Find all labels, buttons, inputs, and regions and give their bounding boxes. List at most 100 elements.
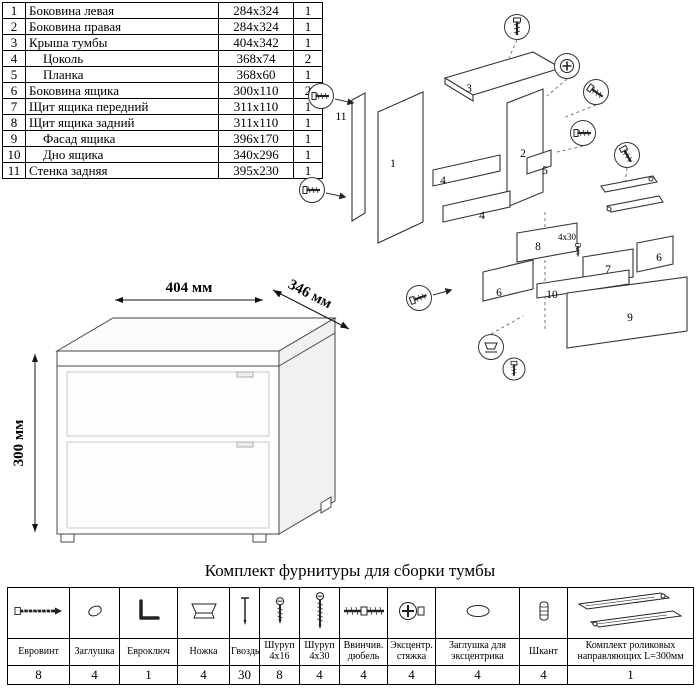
parts-cell-qty: 1 xyxy=(293,66,323,83)
height-dimension-label: 300 мм xyxy=(11,420,27,467)
cap-icon xyxy=(69,587,120,639)
screw-callout xyxy=(308,83,355,109)
hardware-item-qty: 30 xyxy=(229,665,260,685)
slides-icon xyxy=(567,587,694,639)
hardware-item-name: Ввинчив. дюбель xyxy=(339,638,388,666)
part-label-6a: 6 xyxy=(496,287,502,299)
hardware-item-qty: 1 xyxy=(567,665,694,685)
hardware-item-name: Шуруп 4x30 xyxy=(299,638,340,666)
euro-screw-icon xyxy=(7,587,70,639)
parts-cell-num: 9 xyxy=(2,130,26,147)
part-left-side xyxy=(377,91,424,244)
rail-roller xyxy=(648,176,654,182)
parts-cell-size: 368x74 xyxy=(218,50,294,67)
drawer-handle-notch-upper xyxy=(236,371,254,378)
hardware-item-name: Заглушка xyxy=(69,638,120,666)
part-strip xyxy=(526,149,552,175)
hardware-item-name: Эксцентр. стяжка xyxy=(387,638,436,666)
screw-callout xyxy=(406,285,453,311)
part-label-4a: 4 xyxy=(440,175,446,187)
parts-cell-name: Цоколь xyxy=(25,50,219,67)
part-label-4b: 4 xyxy=(479,210,485,222)
parts-cell-num: 2 xyxy=(2,18,26,35)
hardware-item-name: Ножка xyxy=(177,638,230,666)
part-top-panel xyxy=(443,51,563,96)
parts-cell-num: 1 xyxy=(2,2,26,19)
parts-cell-name: Щит ящика задний xyxy=(25,114,219,131)
cam-bolt-callout xyxy=(570,120,596,146)
exploded-diagram: 1 2 3 4 4 5 6 6 7 8 9 10 11 4x30 xyxy=(299,14,688,381)
parts-cell-num: 5 xyxy=(2,66,26,83)
cabinet-drawing: 404 мм 346 мм 300 мм xyxy=(11,277,350,543)
hardware-item-qty: 8 xyxy=(7,665,70,685)
hardware-item-name: Шуруп 4x16 xyxy=(259,638,300,666)
part-label-6b: 6 xyxy=(656,252,662,264)
leg-icon xyxy=(177,587,230,639)
parts-cell-name: Крыша тумбы xyxy=(25,34,219,51)
part-right-side xyxy=(506,88,544,208)
parts-cell-size: 395x230 xyxy=(218,162,294,179)
cam-lock-callout xyxy=(554,53,580,79)
part-plinth-2 xyxy=(442,190,511,223)
cabinet-foot-right xyxy=(252,533,267,543)
hardware-item-name: Евроключ xyxy=(119,638,178,666)
drawer-handle-notch-lower xyxy=(236,441,254,448)
hardware-item-qty: 4 xyxy=(387,665,436,685)
drawer-slide-rail-2 xyxy=(606,195,664,213)
parts-cell-size: 340x296 xyxy=(218,146,294,163)
parts-cell-size: 404x342 xyxy=(218,34,294,51)
part-drawer-side-left xyxy=(482,259,534,302)
parts-cell-num: 3 xyxy=(2,34,26,51)
part-top-panel-edge xyxy=(444,78,474,102)
hardware-item-name: Заглушка для эксцентрика xyxy=(435,638,520,666)
cabinet-foot-left xyxy=(60,533,75,543)
drawer-slide-rail-1 xyxy=(600,175,658,193)
fastener-callouts xyxy=(299,14,640,381)
parts-cell-name: Фасад ящика xyxy=(25,130,219,147)
parts-cell-num: 7 xyxy=(2,98,26,115)
foot-callout xyxy=(478,334,504,360)
parts-cell-size: 311x110 xyxy=(218,98,294,115)
part-drawer-back xyxy=(516,222,578,263)
hardware-item-qty: 4 xyxy=(299,665,340,685)
parts-cell-size: 284x324 xyxy=(218,18,294,35)
part-label-11: 11 xyxy=(335,111,346,123)
parts-cell-qty: 1 xyxy=(293,162,323,179)
screw-callout xyxy=(504,14,530,40)
width-dimension-label: 404 мм xyxy=(166,280,213,296)
drawer-panel-lower xyxy=(66,441,270,529)
hardware-item-name: Евровинт xyxy=(7,638,70,666)
hardware-item-qty: 4 xyxy=(69,665,120,685)
cam-lock-icon xyxy=(387,587,436,639)
hex-key-icon xyxy=(119,587,178,639)
cabinet-foot-back xyxy=(320,496,332,514)
parts-cell-name: Боковина ящика xyxy=(25,82,219,99)
parts-cell-num: 11 xyxy=(2,162,26,179)
hardware-item-qty: 8 xyxy=(259,665,300,685)
parts-cell-size: 396x170 xyxy=(218,130,294,147)
dowel-screw-icon xyxy=(339,587,388,639)
hardware-title: Комплект фурнитуры для сборки тумбы xyxy=(204,561,496,580)
depth-arrowheads xyxy=(273,290,349,329)
hardware-item-qty: 1 xyxy=(119,665,178,685)
nail-icon xyxy=(229,587,260,639)
part-plinth-1 xyxy=(432,154,501,187)
hardware-item-name: Комплект роликовых направляющих L=300мм xyxy=(567,638,694,666)
parts-cell-size: 300x110 xyxy=(218,82,294,99)
screw-callout xyxy=(614,142,640,168)
part-label-3: 3 xyxy=(466,83,472,95)
parts-cell-num: 10 xyxy=(2,146,26,163)
part-back-wall xyxy=(351,92,366,222)
parts-cell-num: 6 xyxy=(2,82,26,99)
part-label-10: 10 xyxy=(546,289,558,301)
screw-long-icon xyxy=(299,587,340,639)
parts-cell-name: Планка xyxy=(25,66,219,83)
